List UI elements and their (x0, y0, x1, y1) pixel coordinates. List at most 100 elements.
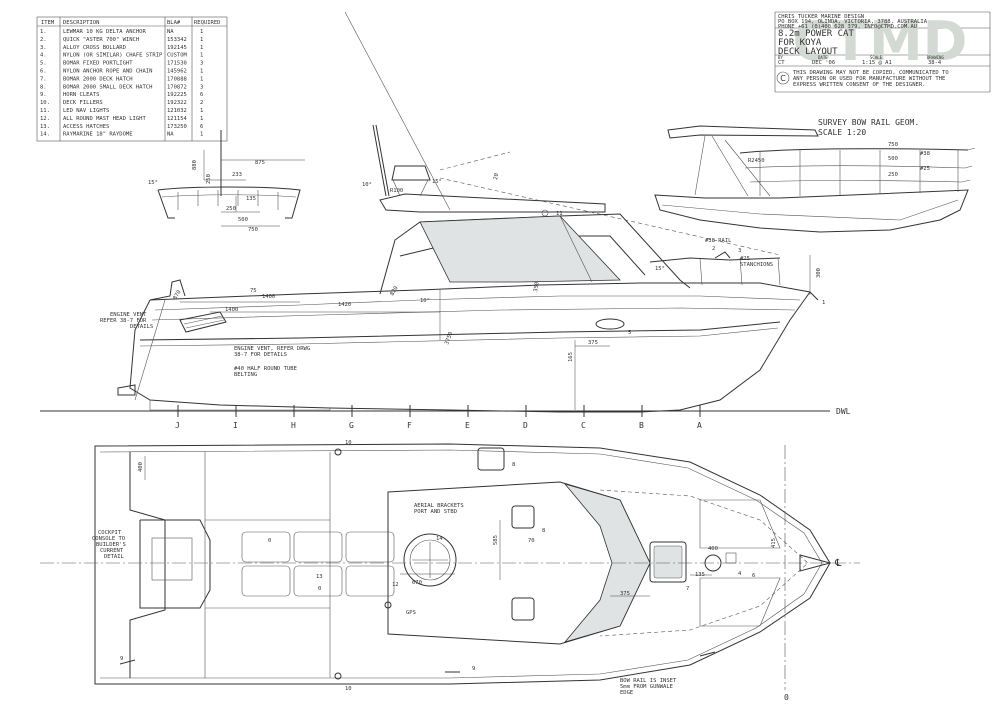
plan-callout-9: 9 (120, 656, 123, 662)
parts-table-cell-required: 6 (200, 124, 203, 130)
belting-label-2: BELTING (234, 372, 257, 378)
station-label: G (349, 421, 354, 430)
parts-table-cell-description: HORN CLEATS (63, 92, 99, 98)
profile-callout-11: 11 (556, 211, 563, 217)
by-label: BY (778, 55, 783, 60)
bow-rail-note-3: EDGE (620, 690, 633, 696)
bow-rail-detail-title: SURVEY BOW RAIL GEOM. (818, 118, 919, 127)
parts-table-row: 1. LEWMAR 10 KG DELTA ANCHOR NA 1 (40, 29, 203, 35)
gps-label: GPS (406, 610, 416, 616)
date-label: DATE (818, 55, 828, 60)
windscreen-glass (419, 215, 621, 283)
plan-d375: 375 (620, 591, 630, 597)
section-d250b: 250 (226, 206, 236, 212)
d3750-label: 3750 (444, 331, 454, 346)
large-deck-hatch-icon (649, 541, 687, 583)
section-d250: 250 (206, 174, 212, 184)
radome-icon (391, 165, 431, 181)
parts-table-cell-description: NYLON ANCHOR ROPE AND CHAIN (63, 69, 152, 75)
hatch-label-0b: 0 (318, 586, 321, 592)
plan-callout-7: 7 (686, 586, 689, 592)
parts-table-cell-bla: 173250 (167, 124, 187, 130)
parts-table-header-bla: BLA# (167, 20, 181, 26)
d25-dimension: #25 (920, 166, 930, 172)
parts-table-cell-description: LEWMAR 10 KG DELTA ANCHOR (63, 29, 146, 35)
parts-table-cell-required: 3 (200, 61, 203, 67)
plan-callout-10: 10 (345, 440, 352, 446)
d500-dimension: 500 (888, 156, 898, 162)
d820-label: 820 (390, 285, 400, 297)
plan-callout-4: 4 (738, 571, 742, 577)
station-label: E (465, 421, 470, 430)
parts-table-cell-required: 1 (200, 108, 203, 114)
horn-cleat-icon (119, 659, 136, 665)
drawing-title-line3: DECK LAYOUT (778, 47, 838, 57)
angle-10-label: 10° (362, 182, 372, 188)
deck-filler-icon (334, 448, 342, 456)
parts-table-cell-required: 1 (200, 29, 203, 35)
station-label: C (581, 421, 586, 430)
drawing-number-value: 38-4 (928, 60, 942, 66)
stanchions-label-1: #25 (740, 256, 750, 262)
parts-table-cell-item: 14. (40, 132, 50, 138)
parts-table-cell-item: 9. (40, 92, 47, 98)
section-d880: 880 (192, 160, 198, 170)
plan-callout-12: 12 (392, 582, 399, 588)
plan-d415: 415 (771, 538, 777, 548)
bow-rail-detail: SURVEY BOW RAIL GEOM. SCALE 1:20 R2450 7… (654, 118, 976, 233)
parts-table-cell-description: BOMAR FIXED PORTLIGHT (63, 61, 133, 67)
bow-rail-note-1: BOW RAIL IS INSET (620, 678, 677, 684)
parts-table-cell-item: 7. (40, 76, 47, 82)
parts-table-cell-required: 1 (200, 53, 203, 59)
bow-rail-detail-scale: SCALE 1:20 (818, 128, 866, 137)
d75-label: 75 (250, 288, 257, 294)
parts-table-cell-bla: NA (167, 132, 174, 138)
aerial-brackets-label-1: AERIAL BRACKETS (414, 503, 464, 509)
parts-table-cell-required: 2 (200, 100, 203, 106)
stanchions-label-2: STANCHIONS (740, 262, 773, 268)
parts-table-cell-item: 3. (40, 45, 47, 51)
section-d135: 135 (246, 196, 256, 202)
station-label: J (175, 421, 180, 430)
cockpit-label-4: CURRENT (100, 548, 124, 554)
scale-label: SCALE (870, 55, 883, 60)
drawing-title-line1: 8.2m POWER CAT (778, 29, 854, 39)
parts-table-cell-required: 1 (200, 76, 203, 82)
ctmd-logo-watermark: CTMD (792, 10, 967, 73)
parts-table-cell-required: 6 (200, 92, 203, 98)
parts-table-cell-item: 13. (40, 124, 50, 130)
profile-view: ENGINE VENT REFER 38-7 FOR DETAILS ENGIN… (40, 11, 851, 430)
parts-table-cell-description: DECK FILLERS (63, 100, 103, 106)
parts-table-cell-bla: 192145 (167, 45, 187, 51)
parts-table-cell-required: 3 (200, 84, 203, 90)
parts-table-cell-bla: 145962 (167, 69, 187, 75)
copyright-symbol: C (780, 74, 786, 83)
station-zero-label: 0 (784, 693, 789, 702)
drawing-number-label: DRAWING (927, 55, 944, 60)
station-label: A (697, 421, 702, 430)
parts-table-cell-item: 10. (40, 100, 50, 106)
angle-15-label: 15° (432, 179, 442, 185)
company-phone: PHONE +61 (0)400 628 379, INFO@CTMD.COM.… (778, 24, 917, 30)
parts-table-cell-bla: 121154 (167, 116, 188, 122)
parts-table-cell-item: 1. (40, 29, 47, 35)
parts-table-cell-bla: CUSTOM (167, 53, 188, 59)
nav-light-icon (541, 209, 549, 217)
parts-table-cell-bla: 153342 (167, 37, 187, 43)
station-label: I (233, 421, 238, 430)
parts-table-cell-description: BOMAR 2000 DECK HATCH (63, 76, 133, 82)
bow-rail-note-2: 5mm FROM GUNWALE (620, 684, 673, 690)
plan-d670: 670 (412, 580, 422, 586)
parts-table-cell-bla: 171530 (167, 61, 187, 67)
plan-d400: 400 (138, 462, 144, 472)
parts-table-cell-bla: NA (167, 29, 174, 35)
plan-callout-6: 6 (752, 573, 755, 579)
d38-dimension: #38 (920, 151, 930, 157)
engine-vent-b-label-2: 38-7 FOR DETAILS (234, 352, 287, 358)
parts-table-cell-required: 1 (200, 116, 203, 122)
